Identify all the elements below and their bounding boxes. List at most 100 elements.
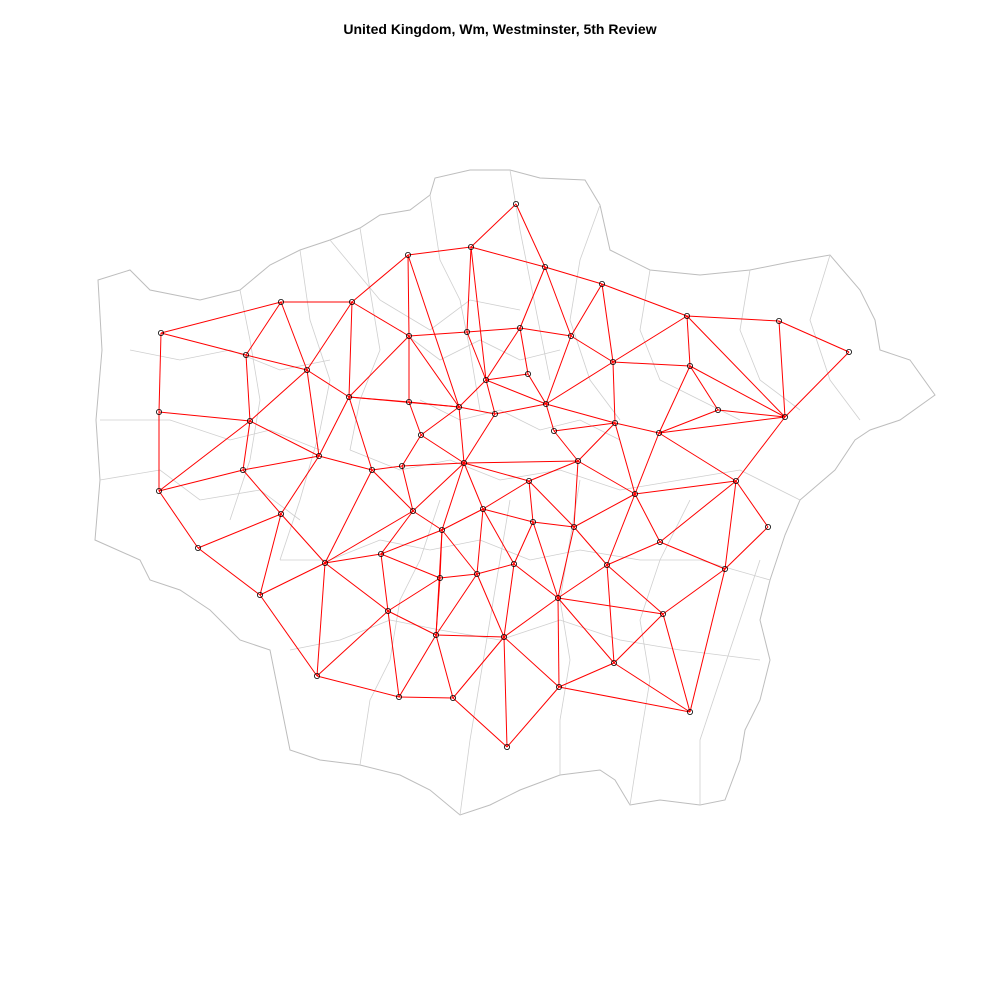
constituency-centroid — [455, 403, 462, 410]
adjacency-edge — [557, 597, 615, 664]
constituency-centroid — [684, 312, 691, 319]
adjacency-edge — [717, 409, 786, 418]
adjacency-edge — [482, 508, 534, 523]
constituency-centroid — [368, 466, 375, 473]
adjacency-edge — [658, 432, 737, 482]
constituency-centroid — [551, 427, 558, 434]
adjacency-edge — [662, 613, 691, 713]
adjacency-edge — [158, 332, 162, 413]
adjacency-edge — [658, 416, 786, 434]
adjacency-edge — [513, 521, 534, 565]
adjacency-edge — [735, 480, 769, 528]
adjacency-edge — [408, 401, 422, 436]
constituency-centroid — [467, 243, 474, 250]
constituency-centroid — [765, 524, 772, 531]
constituency-centroid — [568, 332, 575, 339]
adjacency-edge — [371, 469, 414, 512]
adjacency-edge — [503, 636, 560, 688]
borough-boundaries — [99, 169, 861, 816]
adjacency-edge — [324, 553, 382, 564]
adjacency-edge — [545, 403, 555, 432]
adjacency-edge — [606, 541, 661, 566]
adjacency-edge — [242, 455, 320, 471]
adjacency-edge — [634, 480, 737, 495]
adjacency-edge — [613, 662, 691, 713]
adjacency-edge — [398, 634, 437, 698]
constituency-centroid — [321, 560, 328, 567]
adjacency-edge — [435, 577, 441, 636]
adjacency-edge — [485, 379, 496, 415]
constituency-centroid — [157, 329, 164, 336]
adjacency-edge — [435, 573, 478, 636]
adjacency-edge — [470, 246, 487, 381]
constituency-centroids — [155, 200, 853, 751]
adjacency-edge — [659, 480, 737, 543]
adjacency-edge — [245, 354, 308, 371]
adjacency-edge — [503, 636, 508, 748]
constituency-centroid — [610, 358, 617, 365]
adjacency-edge — [259, 562, 326, 596]
adjacency-edge — [306, 301, 353, 371]
constituency-centroid — [604, 562, 611, 569]
adjacency-edge — [686, 315, 780, 322]
constituency-centroid — [313, 673, 320, 680]
adjacency-edge — [280, 301, 308, 371]
adjacency-edge — [408, 335, 460, 408]
adjacency-edge — [348, 396, 373, 471]
adjacency-edge — [506, 686, 560, 748]
adjacency-edge — [412, 462, 465, 512]
adjacency-edge — [689, 365, 719, 411]
adjacency-edge — [528, 480, 534, 523]
constituency-centroid — [575, 457, 582, 464]
adjacency-edge — [470, 246, 546, 268]
adjacency-edge — [439, 573, 478, 579]
adjacency-edge — [280, 455, 320, 515]
adjacency-edges — [158, 203, 850, 748]
adjacency-edge — [476, 573, 505, 638]
constituency-centroid — [510, 561, 517, 568]
adjacency-edge — [519, 327, 529, 375]
adjacency-edge — [452, 697, 508, 748]
constituency-centroid — [503, 744, 510, 751]
adjacency-edge — [573, 460, 579, 528]
constituency-centroid — [555, 595, 562, 602]
adjacency-edge — [658, 409, 719, 434]
adjacency-edge — [724, 526, 769, 570]
adjacency-edge — [324, 510, 414, 564]
adjacency-edge — [662, 568, 726, 615]
adjacency-edge — [528, 480, 575, 528]
constituency-centroid — [722, 566, 729, 573]
constituency-centroid — [398, 462, 405, 469]
adjacency-edge — [466, 327, 521, 333]
adjacency-edge — [160, 332, 247, 356]
adjacency-edge — [557, 597, 664, 615]
adjacency-edge — [407, 254, 460, 408]
adjacency-edge — [466, 246, 472, 333]
adjacency-edge — [458, 379, 487, 408]
adjacency-edge — [408, 331, 468, 337]
adjacency-edge — [614, 422, 660, 434]
region-outline — [94, 169, 936, 816]
adjacency-edge — [528, 460, 579, 482]
constituency-centroid — [405, 398, 412, 405]
constituency-centroid — [632, 490, 639, 497]
adjacency-edge — [476, 508, 484, 575]
adjacency-edge — [458, 406, 496, 415]
adjacency-edge — [197, 513, 282, 549]
constituency-centroid — [513, 200, 520, 207]
constituency-centroid — [733, 477, 740, 484]
constituency-centroid — [405, 332, 412, 339]
adjacency-edge — [466, 331, 487, 381]
constituency-centroid — [155, 408, 162, 415]
constituency-centroid — [155, 487, 162, 494]
adjacency-edge — [158, 420, 251, 492]
adjacency-edge — [545, 361, 614, 405]
adjacency-edge — [614, 422, 636, 495]
adjacency-edge — [544, 266, 603, 285]
constituency-centroid — [256, 592, 263, 599]
constituency-centroid — [482, 376, 489, 383]
adjacency-edge — [577, 460, 636, 495]
adjacency-edge — [197, 547, 261, 596]
adjacency-edge — [634, 493, 661, 543]
adjacency-edge — [784, 351, 850, 418]
